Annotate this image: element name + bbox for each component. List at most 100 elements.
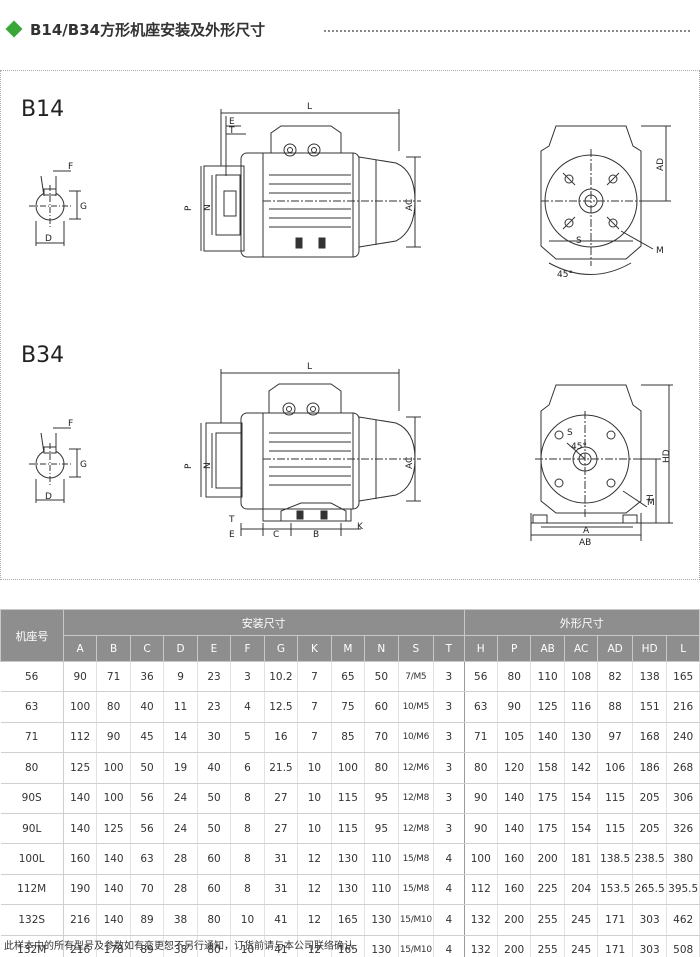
b34-shaft-d: D — [45, 492, 52, 502]
motor-drawings: F G D — [29, 102, 673, 548]
outline-cell: 175 — [530, 813, 565, 845]
install-cell: 7 — [297, 722, 332, 754]
section-header: B14/B34方形机座安装及外形尺寸 — [5, 18, 696, 42]
install-cell: 165 — [331, 904, 366, 936]
outline-cell: 165 — [666, 661, 700, 693]
install-group-header: 安装尺寸 — [62, 609, 465, 636]
col-header-f: F — [230, 635, 265, 662]
install-cell: 80 — [197, 904, 232, 936]
install-cell: 160 — [63, 843, 98, 875]
install-cell: 56 — [130, 813, 165, 845]
diamond-bullet-icon — [5, 20, 23, 38]
frame-cell: 71 — [0, 722, 64, 754]
install-cell: 70 — [130, 874, 165, 906]
install-cell: 36 — [130, 661, 165, 693]
outline-cell: 97 — [597, 722, 633, 754]
outline-cell: 115 — [597, 783, 633, 814]
install-cell: 89 — [130, 935, 165, 957]
b14-shaft-g: G — [80, 202, 87, 212]
outline-cell: 205 — [632, 813, 668, 845]
b14-label: B14 — [21, 97, 65, 122]
outline-cell: 462 — [666, 904, 700, 936]
install-cell: 27 — [264, 813, 299, 845]
outline-cell: 90 — [464, 783, 498, 814]
outline-cell: 158 — [530, 752, 565, 784]
install-cell: 3 — [230, 661, 265, 693]
install-cell: 31 — [264, 874, 299, 906]
b14-shaft-f: F — [68, 162, 73, 172]
col-header-c: C — [129, 635, 165, 662]
outline-cell: 108 — [564, 661, 599, 693]
b14-shaft-section — [29, 170, 81, 246]
install-cell: 19 — [163, 752, 198, 784]
install-cell: 4 — [433, 935, 465, 957]
install-cell: 3 — [433, 813, 465, 845]
b34-dim-c: C — [273, 530, 279, 540]
outline-cell: 56 — [464, 661, 498, 693]
install-cell: 95 — [364, 813, 399, 845]
col-header-t: T — [433, 635, 465, 662]
outline-cell: 154 — [564, 813, 599, 845]
install-cell: 41 — [264, 935, 299, 957]
outline-cell: 100 — [464, 843, 498, 875]
b14-dim-e: E — [229, 117, 235, 127]
install-cell: 65 — [331, 661, 366, 693]
install-cell: 15/M10 — [398, 904, 435, 936]
b34-dim-m: M — [647, 498, 655, 508]
b14-dim-s: S — [576, 236, 582, 246]
install-cell: 130 — [364, 935, 399, 957]
install-cell: 10 — [230, 935, 265, 957]
col-header-p: P — [496, 635, 532, 662]
install-cell: 10 — [230, 904, 265, 936]
install-cell: 60 — [364, 691, 399, 723]
outline-cell: 112 — [464, 874, 498, 906]
col-header-hd: HD — [631, 635, 668, 662]
col-header-e: E — [196, 635, 232, 662]
install-cell: 60 — [197, 874, 232, 906]
outline-group-header: 外形尺寸 — [463, 609, 700, 636]
frame-cell: 90L — [0, 813, 64, 845]
outline-cell: 130 — [564, 722, 599, 754]
install-cell: 115 — [331, 813, 366, 845]
frame-cell: 90S — [0, 783, 64, 814]
install-cell: 6 — [230, 752, 265, 784]
install-cell: 3 — [433, 752, 465, 784]
b34-dim-b: B — [313, 530, 319, 540]
install-cell: 15/M8 — [398, 843, 435, 875]
outline-cell: 105 — [497, 722, 532, 754]
outline-cell: 268 — [666, 752, 700, 784]
install-cell: 10.2 — [264, 661, 299, 693]
technical-drawing-panel: B14 B34 F G D — [0, 70, 700, 580]
b14-dim-ac: AC — [405, 199, 415, 211]
col-header-ad: AD — [597, 635, 633, 662]
install-cell: 89 — [130, 904, 165, 936]
install-cell: 140 — [96, 874, 131, 906]
install-cell: 12/M6 — [398, 752, 435, 784]
b34-side-view — [200, 369, 421, 536]
outline-cell: 160 — [497, 874, 532, 906]
install-cell: 10 — [297, 752, 332, 784]
install-cell: 63 — [130, 843, 165, 875]
outline-cell: 80 — [497, 661, 532, 693]
install-cell: 27 — [264, 783, 299, 814]
install-cell: 8 — [230, 813, 265, 845]
outline-cell: 120 — [497, 752, 532, 784]
outline-cell: 255 — [530, 935, 565, 957]
install-cell: 38 — [163, 904, 198, 936]
outline-cell: 255 — [530, 904, 565, 936]
outline-cell: 115 — [597, 813, 633, 845]
outline-cell: 140 — [497, 783, 532, 814]
install-cell: 80 — [364, 752, 399, 784]
install-cell: 4 — [433, 874, 465, 906]
install-cell: 7 — [297, 661, 332, 693]
install-cell: 12 — [297, 874, 332, 906]
outline-cell: 132 — [464, 935, 498, 957]
install-cell: 3 — [433, 783, 465, 814]
